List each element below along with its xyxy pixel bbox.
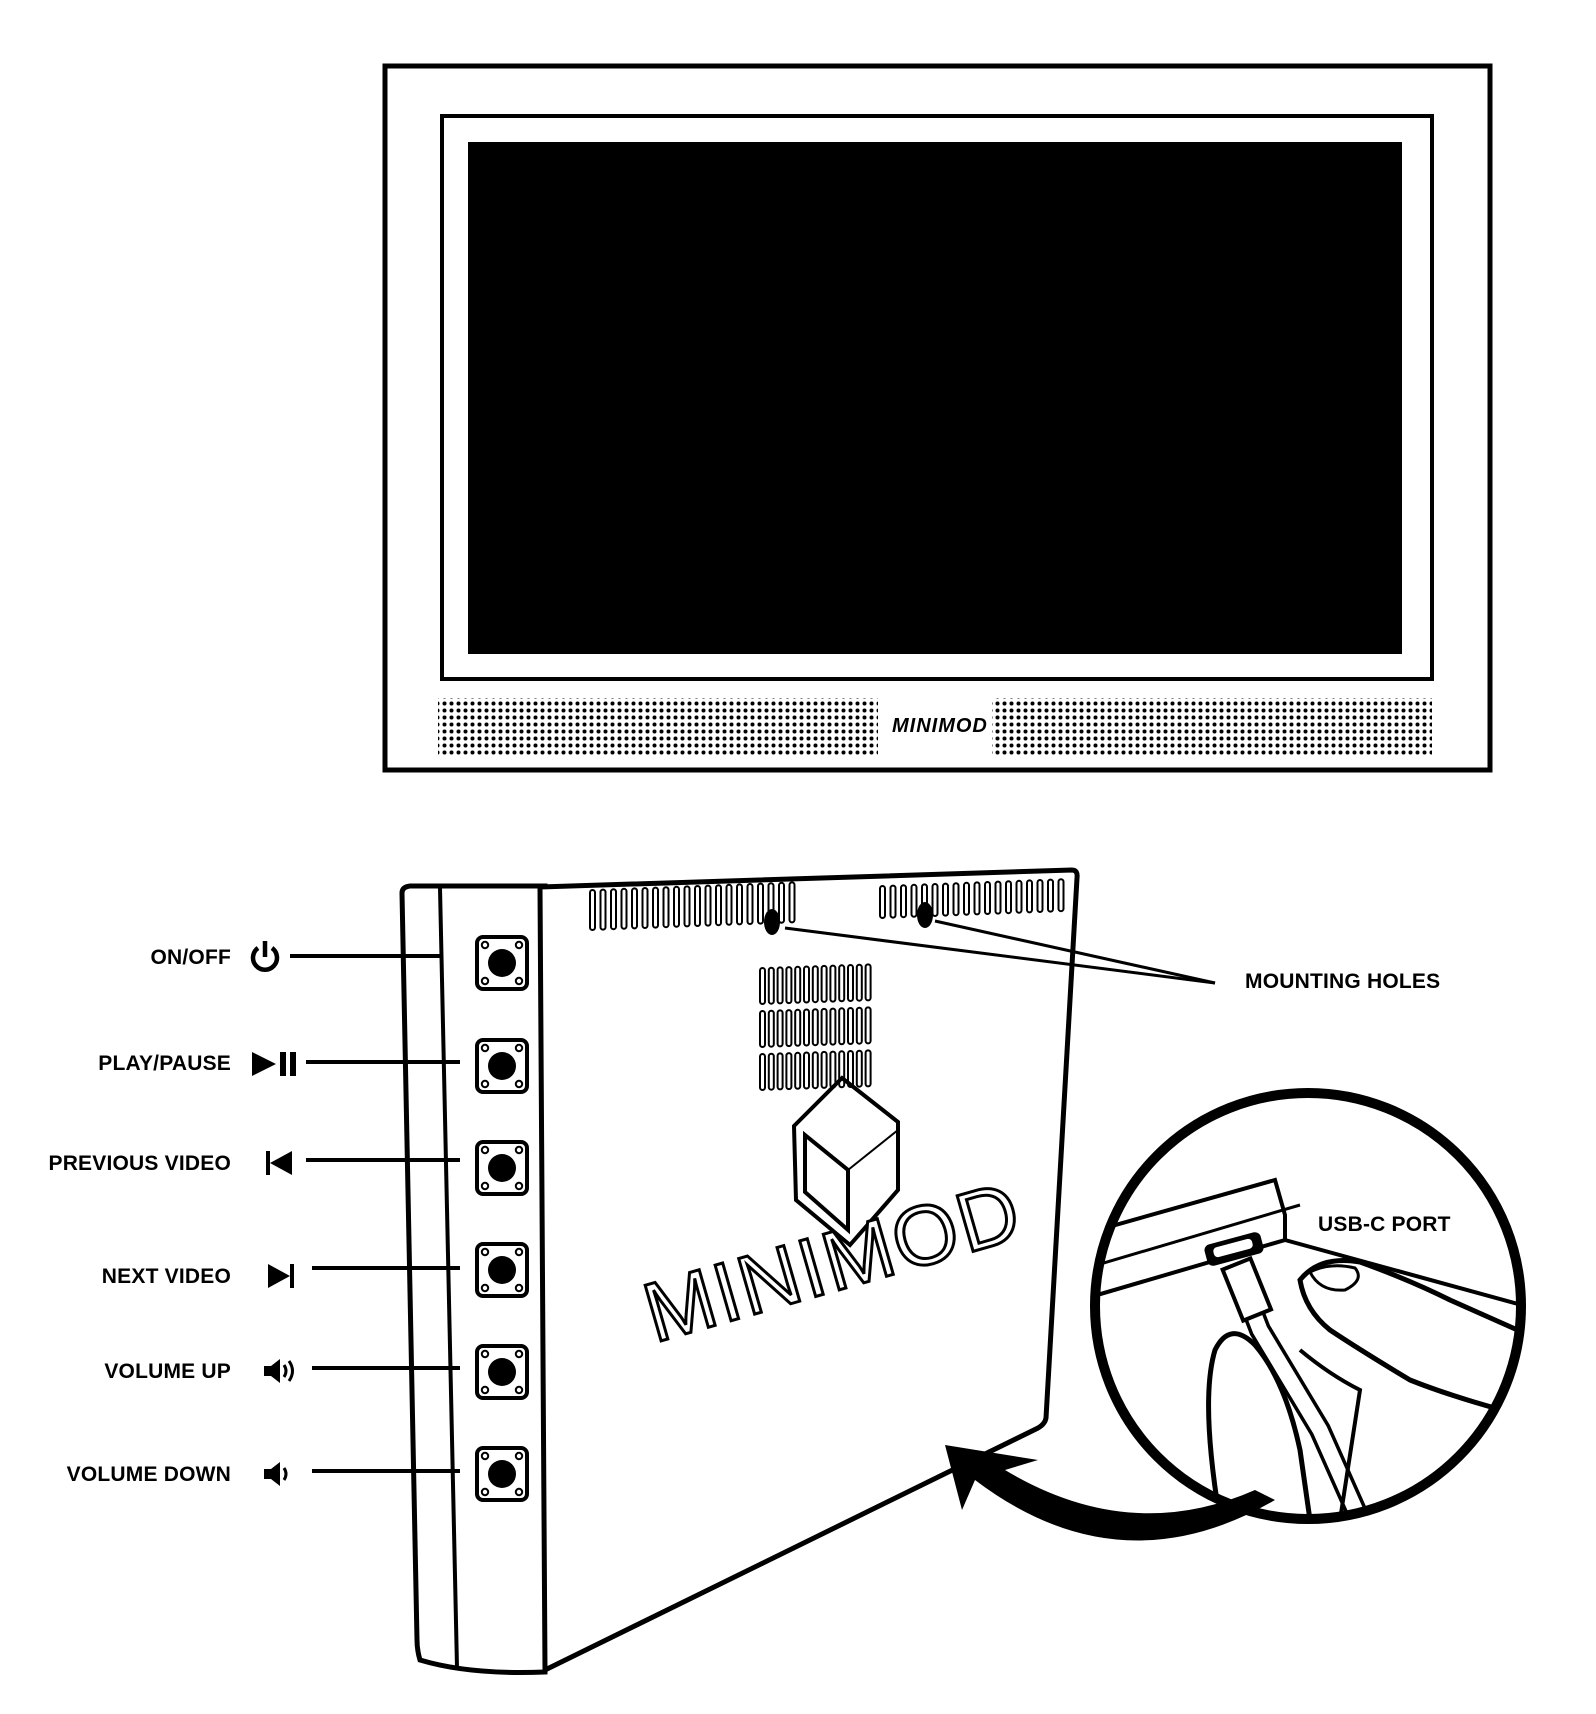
curved-arrow-icon [945,1445,1275,1541]
label-next-video: NEXT VIDEO [101,1265,231,1288]
side-button-4 [475,1344,529,1400]
device-back-view [290,867,1216,1675]
side-button-0 [475,935,529,991]
side-button-1 [475,1038,529,1094]
label-usb-c-port: USB-C PORT [1318,1213,1451,1236]
side-button-3 [475,1242,529,1298]
side-buttons [475,935,529,1502]
top-vents [589,878,1065,931]
device-back-panel [537,867,1080,1674]
center-vents [759,963,872,1091]
label-previous-video: PREVIOUS VIDEO [48,1152,231,1175]
volume-up-icon [264,1359,294,1383]
side-button-2 [475,1140,529,1196]
speaker-grille-right [992,698,1432,755]
previous-icon [266,1151,292,1175]
mounting-hole-right [917,902,933,928]
label-on-off: ON/OFF [150,946,231,969]
label-volume-down: VOLUME DOWN [66,1463,231,1486]
usb-zoom-inset [945,1088,1526,1541]
label-play-pause: PLAY/PAUSE [98,1052,231,1075]
volume-down-icon [264,1462,288,1486]
speaker-grille-left [438,698,878,755]
play-pause-icon [252,1052,296,1076]
label-volume-up: VOLUME UP [104,1360,231,1383]
monitor-front [382,63,1493,773]
label-mounting-holes: MOUNTING HOLES [1245,970,1441,993]
monitor-brand-label: MINIMOD [888,715,992,738]
button-leader-lines [290,954,460,1473]
next-icon [268,1264,294,1288]
side-button-5 [475,1446,529,1502]
cube-logo-icon [791,1075,900,1248]
power-icon [250,941,280,972]
mounting-hole-left [764,909,780,935]
monitor-screen [468,142,1402,654]
